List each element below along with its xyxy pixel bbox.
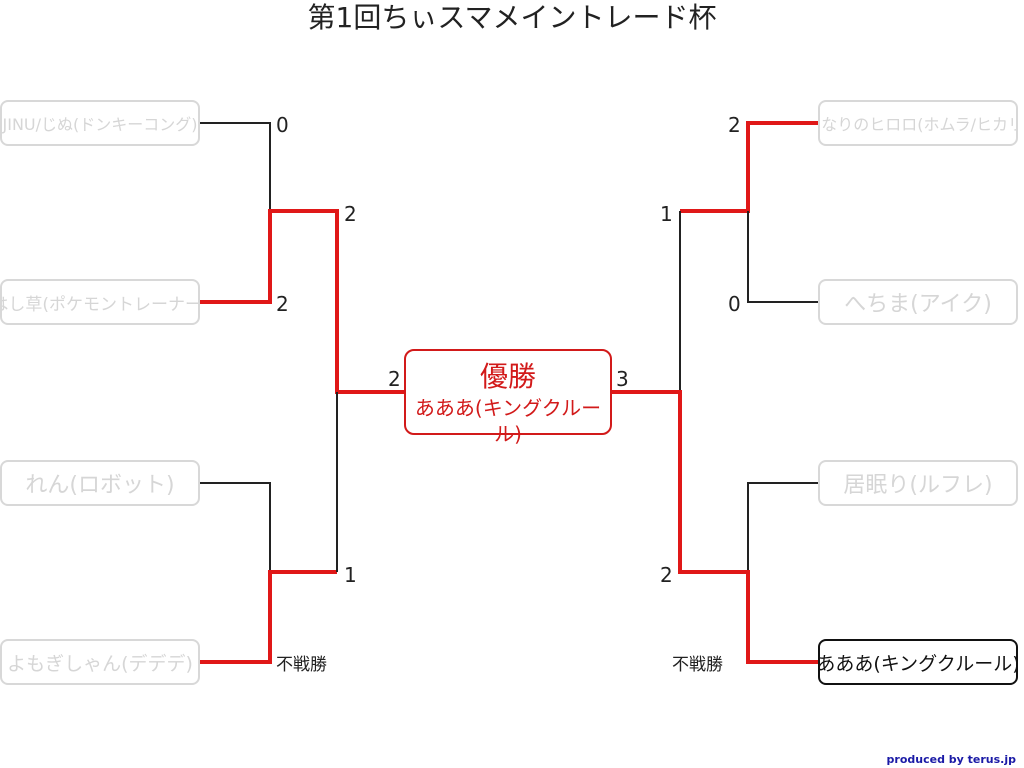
score-left-semi-top: 2 xyxy=(344,202,357,226)
bracket-line-left-p1 xyxy=(200,122,271,211)
player-left-2: はし草(ポケモントレーナー) xyxy=(0,279,200,325)
score-left-final: 2 xyxy=(388,367,401,391)
walkover-right: 不戦勝 xyxy=(672,655,723,675)
credit-link[interactable]: produced by terus.jp xyxy=(886,753,1016,766)
champion-label: 優勝 xyxy=(479,360,536,393)
bracket-line-right-p1-win xyxy=(680,121,818,213)
bracket-line-left-p4-win xyxy=(200,570,337,664)
player-left-3: れん(ロボット) xyxy=(0,460,200,506)
tournament-title: 第1回ちぃスマメイントレード杯 xyxy=(307,1,717,34)
walkover-left: 不戦勝 xyxy=(276,655,327,675)
score-left-semi-bottom: 1 xyxy=(344,563,357,587)
player-right-4: あああ(キングクルール) xyxy=(818,639,1018,685)
score-right-final: 3 xyxy=(616,367,629,391)
bracket-line-right-p2 xyxy=(747,211,818,303)
bracket-line-left-p2-win xyxy=(200,209,404,394)
player-left-1: JINU/じぬ(ドンキーコング) xyxy=(0,100,200,146)
score-left-r1-p1: 0 xyxy=(276,113,289,137)
player-right-3: 居眠り(ルフレ) xyxy=(818,460,1018,506)
score-right-r1-p2: 0 xyxy=(728,292,741,316)
bracket-line-left-p3 xyxy=(200,482,271,572)
champion-box: 優勝 あああ(キングクルール) xyxy=(404,349,612,446)
score-right-r1-p1: 2 xyxy=(728,113,741,137)
bracket-line-right-p4-win xyxy=(612,390,818,664)
score-left-r1-p2: 2 xyxy=(276,292,289,316)
champion-name: あああ(キングクルール) xyxy=(414,396,602,446)
score-right-semi-top: 1 xyxy=(660,202,673,226)
score-right-semi-bottom: 2 xyxy=(660,563,673,587)
player-right-2: へちま(アイク) xyxy=(818,279,1018,325)
player-right-1: となりのヒロロ(ホムラ/ヒカリ) xyxy=(818,100,1018,146)
bracket-line-right-p3 xyxy=(747,482,818,572)
player-left-4: よもぎしゃん(デデデ) xyxy=(0,639,200,685)
